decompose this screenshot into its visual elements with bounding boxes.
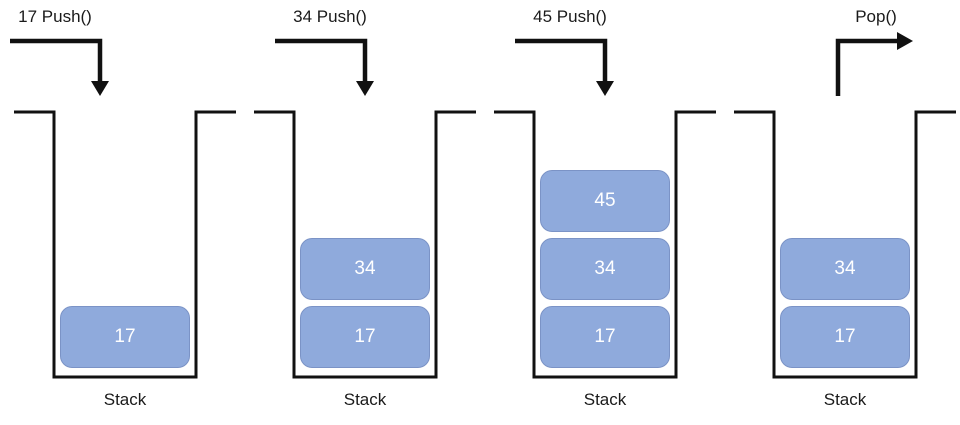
operation-label: 17 Push() xyxy=(18,7,92,26)
push-arrow-icon xyxy=(10,38,109,96)
stack-container-outline xyxy=(254,110,476,379)
stack-items: 17 xyxy=(60,306,190,368)
stack-item-value: 34 xyxy=(834,258,856,279)
stack-item-value: 17 xyxy=(114,326,136,347)
stack-panel-pop: Pop() 17 34 Stack xyxy=(720,0,960,425)
stack-item-value: 34 xyxy=(594,258,616,279)
stack-container-outline xyxy=(14,110,236,379)
stack-caption: Stack xyxy=(583,390,627,409)
stack-item: 34 xyxy=(540,238,670,300)
operation-label: 34 Push() xyxy=(293,7,367,26)
stack-item-value: 34 xyxy=(354,258,376,279)
stack-container-outline xyxy=(734,110,956,379)
stack-container-outline xyxy=(494,110,716,379)
panel-artwork xyxy=(494,38,716,379)
stack-item-value: 45 xyxy=(594,190,616,211)
stack-caption: Stack xyxy=(823,390,867,409)
stack-item: 17 xyxy=(540,306,670,368)
panel-artwork xyxy=(734,32,956,379)
stack-items: 17 34 xyxy=(300,238,430,368)
stack-item: 17 xyxy=(300,306,430,368)
stack-item-value: 17 xyxy=(594,326,616,347)
pop-arrow-icon xyxy=(835,32,913,96)
operation-label: Pop() xyxy=(855,7,897,26)
stack-item: 17 xyxy=(780,306,910,368)
stack-item: 45 xyxy=(540,170,670,232)
stack-item-value: 17 xyxy=(834,326,856,347)
push-arrow-icon xyxy=(275,38,374,96)
stack-panel-push-34: 34 Push() 17 34 Stack xyxy=(240,0,480,425)
stack-caption: Stack xyxy=(103,390,147,409)
push-arrow-icon xyxy=(515,38,614,96)
stack-item-value: 17 xyxy=(354,326,376,347)
stack-items: 17 34 45 xyxy=(540,170,670,368)
stack-panel-push-17: 17 Push() 17 Stack xyxy=(0,0,240,425)
stack-item: 17 xyxy=(60,306,190,368)
panel-artwork xyxy=(254,38,476,379)
stack-items: 17 34 xyxy=(780,238,910,368)
stack-panel-push-45: 45 Push() 17 34 45 Stack xyxy=(480,0,720,425)
stack-item: 34 xyxy=(300,238,430,300)
panel-artwork xyxy=(10,38,236,379)
operation-label: 45 Push() xyxy=(533,7,607,26)
stack-caption: Stack xyxy=(343,390,387,409)
stack-item: 34 xyxy=(780,238,910,300)
